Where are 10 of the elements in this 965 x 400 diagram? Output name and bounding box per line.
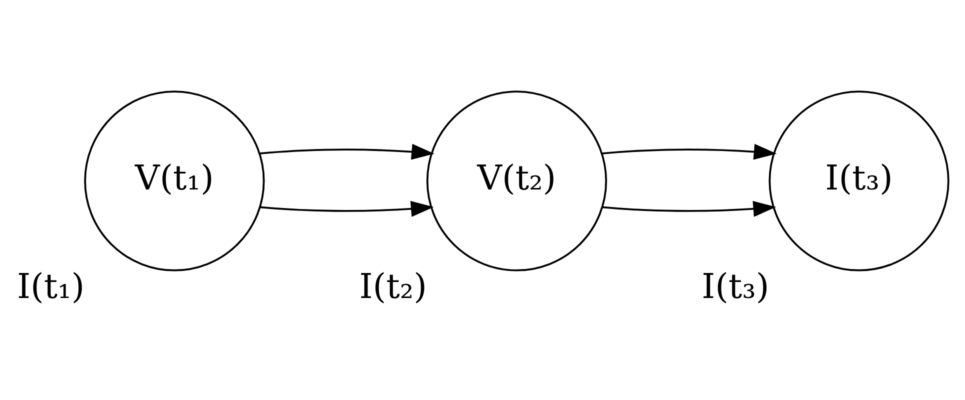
arrow: [602, 144, 777, 160]
node-circle: V(t₂): [426, 90, 608, 272]
node-circle: V(t₁): [84, 90, 265, 272]
arrow: [260, 144, 434, 160]
node-label: I(t₃): [702, 266, 770, 307]
arrow: [602, 200, 776, 217]
arrow: [260, 200, 434, 217]
node-label: I(t₂): [359, 266, 427, 307]
node-circle: I(t₃): [768, 90, 950, 272]
node-label: I(t₁): [16, 266, 85, 307]
